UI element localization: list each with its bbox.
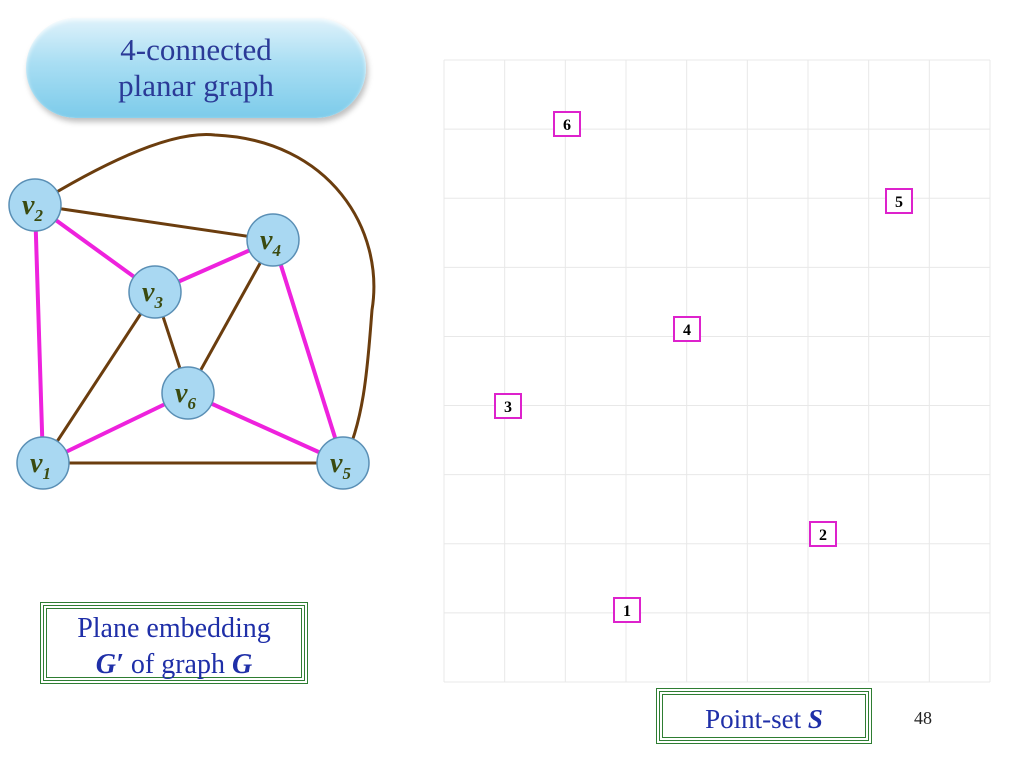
point-label: 2	[819, 527, 827, 544]
point-label: 4	[683, 322, 691, 339]
vertex-v2: v2	[8, 178, 62, 232]
vertex-v6: v6	[161, 366, 215, 420]
graph-vertices: v1 v2 v3 v4 v5 v6	[8, 178, 370, 490]
edge-v6-v5	[187, 391, 344, 465]
of-graph-text: of graph	[123, 649, 232, 680]
title-line-1: 4-connected	[120, 32, 272, 67]
vertex-circle	[246, 213, 300, 267]
vertex-subscript: 5	[342, 464, 351, 483]
s-symbol: S	[807, 704, 823, 734]
edge-v4-v6	[186, 239, 275, 394]
g-symbol: G	[231, 649, 253, 680]
embedding-caption-line-2: G′ of graph G	[47, 647, 301, 683]
point-label: 5	[895, 194, 903, 211]
vertex-circle	[161, 366, 215, 420]
vertex-subscript: 6	[187, 394, 196, 413]
point-2: 2	[809, 521, 837, 547]
vertex-subscript: 2	[33, 206, 43, 225]
point-box	[885, 188, 913, 214]
point-3: 3	[494, 393, 522, 419]
point-box	[809, 521, 837, 547]
edge-v2-v4	[34, 203, 274, 242]
edge-v2-v1	[33, 204, 45, 464]
edge-v1-v6	[42, 391, 189, 465]
point-5: 5	[885, 188, 913, 214]
point-1: 1	[613, 597, 641, 623]
embedding-caption: Plane embedding G′ of graph G	[40, 602, 308, 684]
vertex-circle	[316, 436, 370, 490]
vertex-v3: v3	[128, 265, 182, 319]
g-prime-symbol: G′	[95, 649, 124, 680]
edge-v3-v1	[41, 291, 157, 464]
point-set: 1 2 3 4 5 6	[494, 111, 913, 623]
point-4: 4	[673, 316, 701, 342]
title-line-2: planar graph	[118, 68, 274, 103]
grid	[443, 59, 991, 683]
vertex-subscript: 3	[153, 293, 163, 312]
edge-v4-v5	[271, 239, 345, 464]
vertex-v5: v5	[316, 436, 370, 490]
point-box	[553, 111, 581, 137]
vertex-subscript: 4	[271, 241, 281, 260]
embedding-caption-line-1: Plane embedding	[77, 613, 271, 644]
edge-v2-v5	[34, 133, 376, 464]
point-box	[613, 597, 641, 623]
vertex-v1: v1	[16, 436, 70, 490]
vertex-circle	[16, 436, 70, 490]
title-banner: 4-connected planar graph	[26, 18, 366, 118]
page-number: 48	[914, 708, 932, 728]
vertex-circle	[128, 265, 182, 319]
point-label: 3	[504, 399, 512, 416]
point-label: 6	[563, 117, 571, 134]
vertex-circle	[8, 178, 62, 232]
point-box	[673, 316, 701, 342]
vertex-subscript: 1	[42, 464, 51, 483]
pointset-caption: Point-set S	[656, 688, 872, 744]
point-label: 1	[623, 603, 631, 620]
point-box	[494, 393, 522, 419]
graph-edges	[33, 133, 376, 465]
vertex-v4: v4	[246, 213, 300, 267]
point-6: 6	[553, 111, 581, 137]
pointset-text: Point-set	[705, 704, 808, 734]
